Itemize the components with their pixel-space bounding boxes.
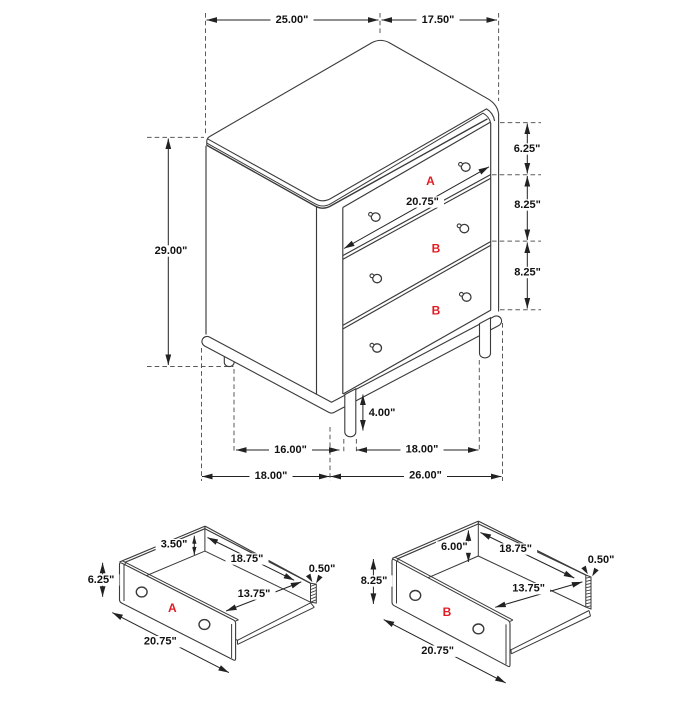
svg-text:6.00": 6.00" (441, 541, 468, 553)
svg-text:8.25": 8.25" (514, 199, 541, 211)
svg-text:18.75": 18.75" (499, 543, 532, 555)
svg-text:18.00": 18.00" (255, 470, 288, 482)
svg-text:6.25": 6.25" (514, 143, 541, 155)
svg-text:13.75": 13.75" (238, 588, 271, 600)
svg-text:A: A (168, 601, 177, 615)
svg-text:4.00": 4.00" (369, 407, 396, 419)
svg-text:16.00": 16.00" (274, 444, 307, 456)
svg-text:18.75": 18.75" (231, 553, 264, 565)
svg-text:6.25": 6.25" (88, 574, 115, 586)
svg-text:8.25": 8.25" (361, 575, 388, 587)
svg-text:0.50": 0.50" (588, 554, 615, 566)
svg-text:20.75": 20.75" (144, 636, 177, 648)
svg-text:A: A (426, 174, 435, 188)
svg-text:29.00": 29.00" (155, 245, 188, 257)
svg-text:B: B (432, 304, 441, 318)
svg-text:8.25": 8.25" (514, 267, 541, 279)
svg-text:0.50": 0.50" (309, 563, 336, 575)
svg-text:B: B (432, 242, 441, 256)
svg-text:20.75": 20.75" (421, 645, 454, 657)
svg-text:26.00": 26.00" (409, 470, 442, 482)
svg-text:17.50": 17.50" (422, 14, 455, 26)
svg-text:13.75": 13.75" (512, 583, 545, 595)
svg-text:18.00": 18.00" (406, 444, 439, 456)
svg-text:25.00": 25.00" (276, 14, 309, 26)
svg-text:20.75": 20.75" (406, 196, 439, 208)
svg-text:3.50": 3.50" (161, 539, 188, 551)
svg-text:B: B (443, 605, 452, 619)
